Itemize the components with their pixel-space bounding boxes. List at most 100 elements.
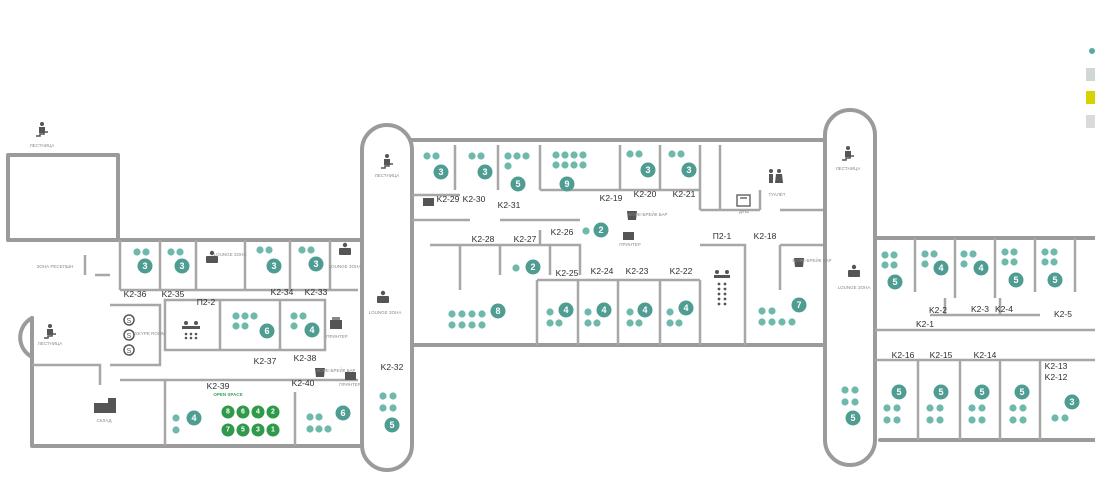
seat-dot (926, 404, 934, 412)
seat-group-k2-32[interactable]: 5 (379, 392, 400, 433)
seat-group-k2-30[interactable]: 3 (468, 152, 493, 180)
open-space-seat (251, 405, 265, 419)
room-label-k2-40: K2-40 (292, 378, 315, 388)
open-space-seat (266, 405, 280, 419)
seat-group-k2-24[interactable]: 4 (584, 302, 612, 327)
seat-dot (522, 152, 530, 160)
seat-group-k2-2[interactable]: 4 (921, 250, 949, 276)
open-space-desk-8[interactable]: 8 (221, 405, 235, 419)
room-label-k2-27: K2-27 (514, 234, 537, 244)
printer-icon-3 (623, 232, 634, 240)
seat-group-k2-15[interactable]: 5 (926, 384, 949, 424)
seat-dot (936, 416, 944, 424)
seat-dot (851, 386, 859, 394)
seat-group-k2-18[interactable]: 7 (758, 297, 807, 326)
seat-group-k2-1[interactable]: 5 (881, 251, 903, 290)
capacity-badge (186, 410, 202, 426)
seat-dot (290, 312, 298, 320)
room-label-k2-4: K2-4 (995, 304, 1013, 314)
seat-group-k2-14[interactable]: 5 (968, 384, 990, 424)
seat-group-k2-35[interactable]: 3 (167, 248, 190, 274)
capacity-number: 5 (389, 420, 394, 430)
open-space-desk-2[interactable]: 2 (266, 405, 280, 419)
seat-group-k2-33[interactable]: 3 (298, 246, 324, 272)
capacity-badge (974, 384, 990, 400)
seat-dot (666, 319, 674, 327)
shower-icon (736, 194, 751, 207)
capacity-number: 5 (515, 179, 520, 189)
room-label-k2-19: K2-19 (600, 193, 623, 203)
capacity-badge (490, 303, 506, 319)
seat-dot (978, 404, 986, 412)
seat-group-k2-38[interactable]: 4 (290, 312, 320, 338)
open-space-desk-6[interactable]: 6 (236, 405, 250, 419)
open-space-seat-number: 3 (256, 427, 260, 434)
seat-dot (841, 398, 849, 406)
seat-dot (468, 310, 476, 318)
open-space-desk-1[interactable]: 1 (266, 423, 280, 437)
seat-dot (172, 426, 180, 434)
seat-group-k2-23[interactable]: 4 (626, 302, 653, 327)
capacity-badge (525, 259, 541, 275)
seat-dot (626, 150, 634, 158)
open-space-seat-number: 7 (226, 427, 230, 434)
walls (6, 108, 1095, 472)
seat-group-k2-28[interactable]: 8 (448, 303, 506, 329)
skype-icon-1: S (123, 314, 135, 326)
capacity-number: 4 (309, 325, 314, 335)
seat-group-k2-20[interactable]: 3 (626, 150, 656, 178)
seat-group-k2-13[interactable]: 5 (1009, 384, 1030, 424)
seat-group-k2-37[interactable]: 6 (232, 312, 275, 339)
capacity-badge (973, 260, 989, 276)
open-space-desk-3[interactable]: 3 (251, 423, 265, 437)
seat-dot (881, 261, 889, 269)
open-space-seat-number: 6 (241, 409, 245, 416)
shower-label: ДУШ (739, 209, 749, 214)
capacity-number: 3 (482, 167, 487, 177)
capacity-number: 2 (598, 225, 603, 235)
seat-group-k2-16[interactable]: 5 (883, 384, 907, 424)
reception-label: ЗОНА РЕСЕПШН (37, 264, 74, 269)
seat-group-k2-39[interactable]: 4 (172, 410, 202, 434)
open-space-desk-4[interactable]: 4 (251, 405, 265, 419)
room-label-k2-32: K2-32 (381, 362, 404, 372)
seat-dot (582, 227, 590, 235)
seat-dot (936, 404, 944, 412)
seat-dot (1041, 258, 1049, 266)
capacity-number: 3 (645, 165, 650, 175)
printer-label-3: ПРИНТЕР (619, 242, 640, 247)
seat-group-k2-26[interactable]: 2 (582, 222, 609, 238)
open-space-desk-5[interactable]: 5 (236, 423, 250, 437)
seat-group-k2-36[interactable]: 3 (133, 248, 153, 274)
room-label-k2-15: K2-15 (930, 350, 953, 360)
seat-dot (298, 246, 306, 254)
room-label-k2-1: K2-1 (916, 319, 934, 329)
printer-icon-1 (330, 317, 342, 329)
seat-group-k2-4[interactable]: 5 (1001, 248, 1024, 288)
seat-dot (468, 321, 476, 329)
open-space-seat (266, 423, 280, 437)
seat-group-k2-22[interactable]: 4 (666, 300, 694, 327)
stair-area-badge[interactable]: 5 (841, 386, 861, 426)
seat-group-k2-29[interactable]: 3 (423, 152, 449, 180)
seat-group-k2-40[interactable]: 6 (306, 405, 351, 433)
seat-dot (265, 246, 273, 254)
seat-group-k2-3[interactable]: 4 (960, 250, 989, 276)
capacity-number: 4 (978, 263, 983, 273)
seat-group-k2-12[interactable]: 3 (1051, 394, 1080, 422)
seat-group-k2-27[interactable]: 2 (512, 259, 541, 275)
seat-dot (677, 150, 685, 158)
seat-dot (448, 321, 456, 329)
seat-dot (172, 414, 180, 422)
stairs-label-1: ЛЕСТНИЦА (30, 143, 55, 148)
open-space-desk-7[interactable]: 7 (221, 423, 235, 437)
capacity-badge (510, 176, 526, 192)
seat-group-k2-5[interactable]: 5 (1041, 248, 1063, 288)
capacity-number: 3 (313, 259, 318, 269)
seat-group-k2-21[interactable]: 3 (668, 150, 697, 178)
seat-dot (1019, 416, 1027, 424)
seat-group-k2-34[interactable]: 3 (256, 246, 282, 274)
seat-group-k2-19[interactable]: 9 (552, 151, 587, 192)
seat-group-k2-25[interactable]: 4 (546, 302, 574, 327)
seat-group-k2-31[interactable]: 5 (504, 152, 530, 192)
